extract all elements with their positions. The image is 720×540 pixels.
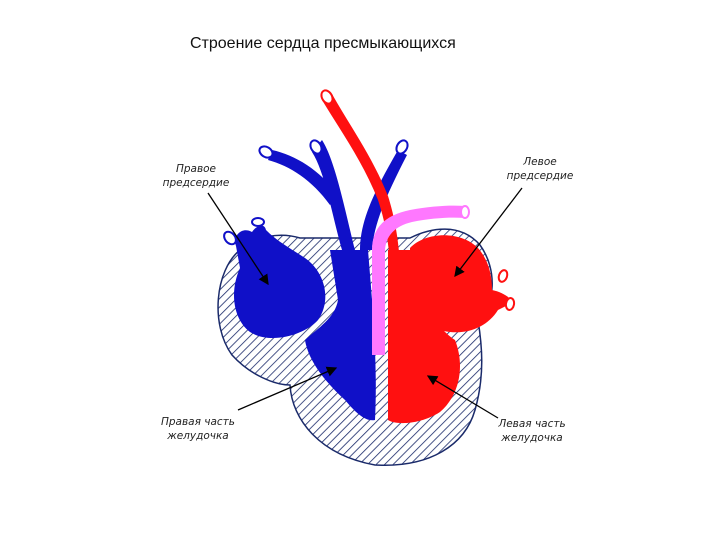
arrow-right-ventricle	[237, 366, 338, 411]
right-atrium-opening	[223, 230, 237, 246]
mixed-arch-opening	[460, 205, 470, 219]
label-right-atrium-2: предсердие	[163, 177, 230, 189]
arrow-left-atrium	[454, 187, 523, 278]
arrow-right-atrium	[207, 192, 269, 286]
mixed-blood-arch	[372, 205, 465, 355]
left-pulmonary-opening	[258, 145, 274, 159]
left-atrium	[410, 235, 512, 333]
arrow-left-ventricle	[426, 375, 499, 419]
aortic-arch-opening	[320, 89, 334, 105]
label-right-ventricle-2: желудочка	[166, 430, 229, 442]
page-title: Строение сердца пресмыкающихся	[190, 35, 456, 52]
pulmonary-artery	[268, 140, 355, 250]
label-left-ventricle: Левая часть	[497, 418, 565, 430]
right-ventricle	[305, 250, 376, 421]
pulmonary-artery-opening	[309, 139, 323, 155]
systemic-vein-opening	[395, 139, 409, 155]
pulmonary-vein-opening	[504, 297, 516, 311]
right-atrium-top-opening	[251, 217, 265, 227]
right-atrium	[234, 225, 326, 339]
label-right-ventricle: Правая часть	[161, 416, 235, 428]
label-left-ventricle-2: желудочка	[500, 432, 563, 444]
label-right-atrium: Правое	[176, 163, 216, 175]
label-left-atrium: Левое	[522, 156, 556, 168]
left-ventricle	[388, 250, 460, 424]
left-atrium-opening	[497, 269, 509, 283]
label-left-atrium-2: предсердие	[507, 170, 574, 182]
